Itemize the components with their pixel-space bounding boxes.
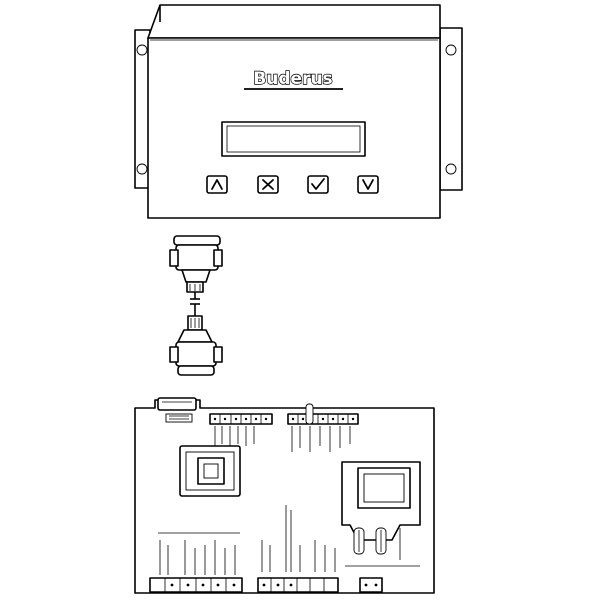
top-d-sub-connector	[169, 235, 223, 293]
brand-logo: Buderus	[244, 68, 343, 90]
brand-logo-text: Buderus	[253, 69, 332, 89]
power-module	[341, 461, 421, 560]
top-fuse-component	[305, 403, 314, 425]
board-serial-socket	[157, 397, 197, 423]
bottom-terminal-block-left	[149, 577, 243, 593]
chevron-up-icon	[211, 179, 223, 190]
bottom-terminal-block-middle	[257, 577, 339, 593]
right-mounting-bracket	[439, 27, 463, 191]
bottom-terminal-block-right	[359, 577, 383, 593]
housing-top	[147, 4, 441, 39]
cancel-button[interactable]	[257, 175, 279, 194]
chevron-down-icon	[362, 179, 374, 190]
middle-trace-markings	[158, 505, 420, 575]
confirm-button[interactable]	[307, 175, 329, 194]
serial-cable	[169, 235, 223, 376]
top-terminal-block-left	[209, 413, 273, 425]
up-button[interactable]	[206, 175, 228, 194]
top-trace-markings	[214, 426, 351, 452]
controller-unit: Buderus	[134, 4, 463, 219]
top-terminal-block-right	[287, 413, 359, 425]
bottom-d-sub-connector	[169, 315, 223, 376]
down-button[interactable]	[357, 175, 379, 194]
x-icon	[262, 179, 274, 190]
circuit-board	[134, 397, 435, 594]
lcd-display	[221, 121, 366, 157]
processor-chip	[179, 445, 241, 497]
check-icon	[311, 178, 325, 190]
